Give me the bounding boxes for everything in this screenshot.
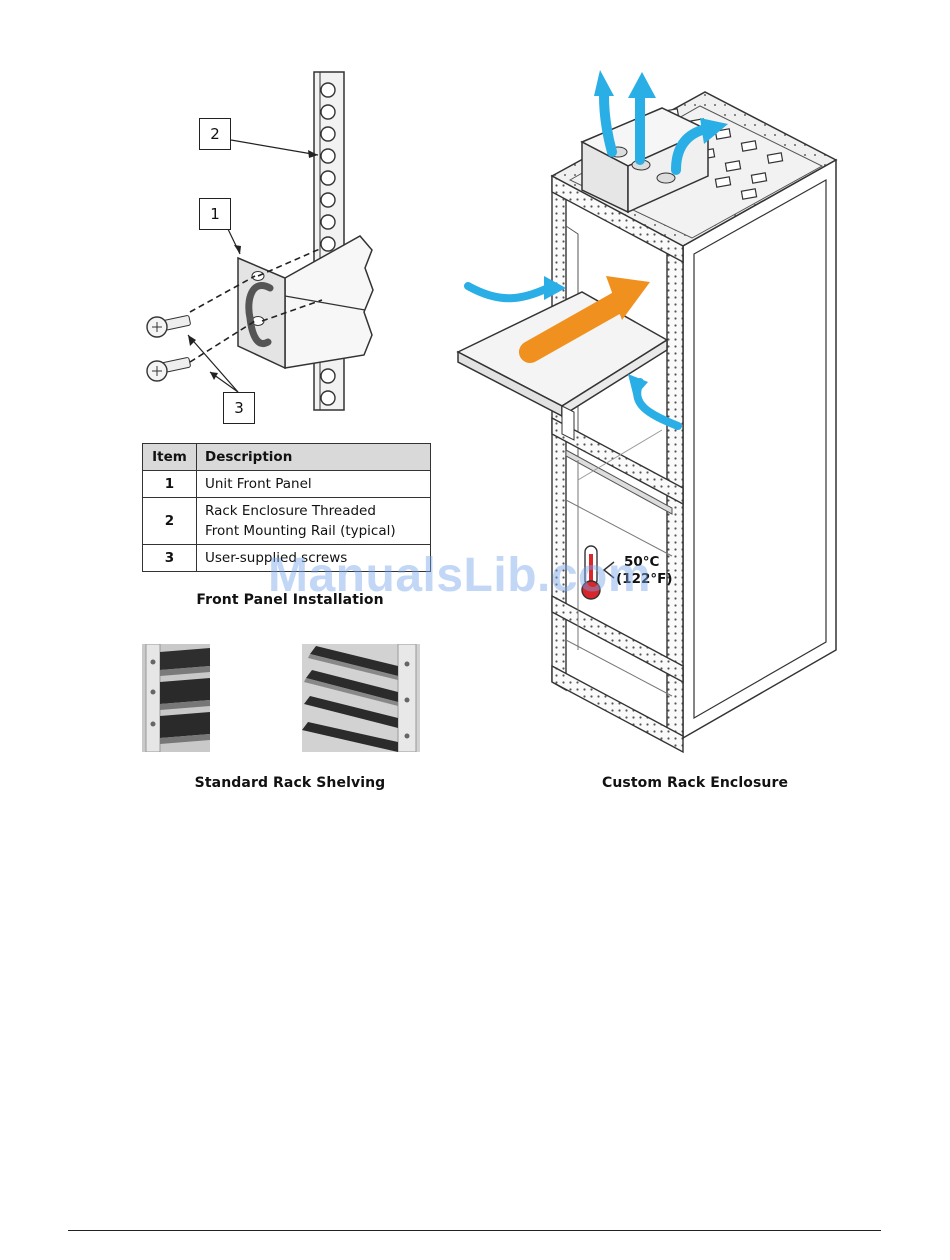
footer-divider	[68, 1230, 881, 1231]
manualslib-watermark: ManualsLib.com	[268, 548, 651, 603]
rack-shelf-unit	[458, 292, 667, 440]
rack-side-panel	[683, 160, 836, 738]
caption-custom-rack-enclosure: Custom Rack Enclosure	[602, 775, 788, 791]
rack-front-frame	[552, 176, 683, 752]
